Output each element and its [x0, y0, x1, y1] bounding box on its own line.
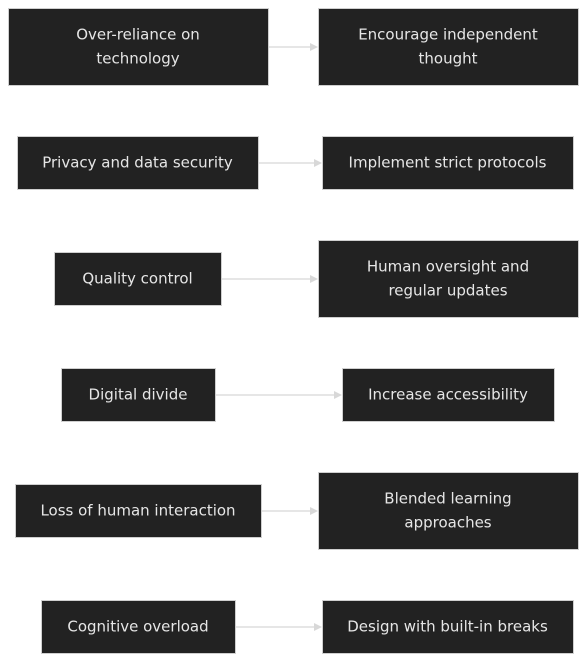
solution-node-box: [342, 368, 555, 422]
challenge-node: Loss of human interaction: [15, 484, 262, 538]
solution-node-box: [318, 240, 579, 318]
challenge-node-label-line: Loss of human interaction: [40, 502, 235, 520]
solution-node: Encourage independent thought: [318, 8, 579, 86]
solution-node-label-line: Increase accessibility: [368, 386, 528, 404]
solution-node-box: [318, 8, 579, 86]
challenge-node-box: [41, 600, 236, 654]
challenge-node-box: [8, 8, 269, 86]
solution-node-box: [322, 600, 574, 654]
solution-node: Blended learning approaches: [318, 472, 579, 550]
arrowhead-icon: [314, 623, 322, 631]
challenge-node-box: [54, 252, 222, 306]
arrowhead-icon: [310, 507, 318, 515]
solution-node-box: [318, 472, 579, 550]
challenge-node-box: [17, 136, 259, 190]
solution-node-box: [322, 136, 574, 190]
solution-node: Design with built-in breaks: [322, 600, 574, 654]
challenge-node-label-line: Privacy and data security: [42, 154, 233, 172]
arrow-connector: [236, 623, 322, 631]
arrowhead-icon: [310, 43, 318, 51]
solution-node-label-line: Implement strict protocols: [349, 154, 547, 172]
challenge-node-box: [15, 484, 262, 538]
arrow-connector: [262, 507, 318, 515]
challenge-node: Digital divide: [61, 368, 216, 422]
arrow-connector: [259, 159, 322, 167]
challenge-node: Cognitive overload: [41, 600, 236, 654]
challenge-node: Quality control: [54, 252, 222, 306]
solution-node: Human oversight and regular updates: [318, 240, 579, 318]
solution-node-label-line: Human oversight and: [367, 258, 529, 276]
solution-node-label-line: Design with built-in breaks: [347, 618, 548, 636]
arrowhead-icon: [314, 159, 322, 167]
challenge-node: Over-reliance on technology: [8, 8, 269, 86]
challenge-node-label-line: technology: [96, 50, 179, 68]
arrowhead-icon: [310, 275, 318, 283]
solution-node-label-line: Encourage independent: [358, 26, 538, 44]
challenge-node-label-line: Cognitive overload: [67, 618, 208, 636]
challenge-node-label-line: Digital divide: [89, 386, 188, 404]
challenge-node-box: [61, 368, 216, 422]
solution-node: Increase accessibility: [342, 368, 555, 422]
challenge-node-label-line: Quality control: [82, 270, 192, 288]
challenge-node-label-line: Over-reliance on: [76, 26, 200, 44]
challenge-node: Privacy and data security: [17, 136, 259, 190]
solution-node-label-line: regular updates: [388, 282, 507, 300]
arrow-connector: [222, 275, 318, 283]
solution-node: Implement strict protocols: [322, 136, 574, 190]
solution-node-label-line: approaches: [404, 514, 491, 532]
solution-node-label-line: thought: [419, 50, 478, 68]
arrowhead-icon: [334, 391, 342, 399]
arrow-connector: [269, 43, 318, 51]
arrow-connector: [216, 391, 342, 399]
solution-node-label-line: Blended learning: [384, 490, 511, 508]
